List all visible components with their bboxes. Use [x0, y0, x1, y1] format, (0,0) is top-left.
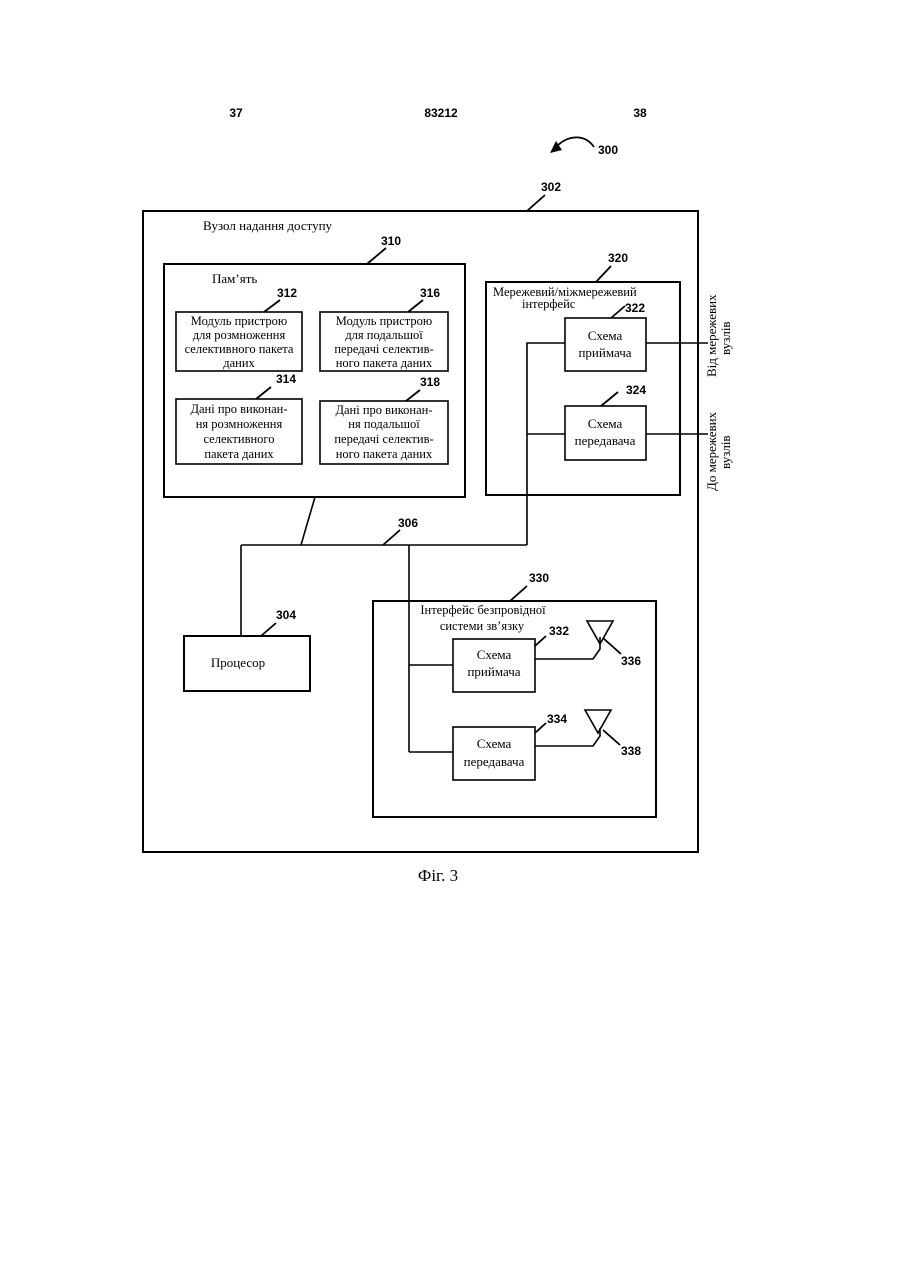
replication-module-leader: [264, 300, 280, 312]
replication-data-line-3: селективного: [203, 432, 274, 446]
from-nodes-label-line-1: Від мережевих: [704, 294, 719, 377]
access-node-leader: [527, 195, 545, 211]
wireless-interface-ref: 330: [529, 571, 549, 585]
replication-module-line-1: Модуль пристрою: [191, 314, 287, 328]
forwarding-module-line-1: Модуль пристрою: [336, 314, 432, 328]
nic-receiver-leader: [611, 306, 625, 318]
antenna-338-feed: [535, 728, 600, 746]
wireless-interface-leader: [510, 586, 527, 601]
memory-leader: [367, 248, 386, 264]
replication-module-line-2: для розмноження: [193, 328, 286, 342]
forwarding-module-line-2: для подальшої: [345, 328, 423, 342]
page-number-right: 38: [633, 106, 647, 120]
figure-ref-arrow: [555, 137, 594, 148]
page-number-left: 37: [229, 106, 243, 120]
memory-ref: 310: [381, 234, 401, 248]
bus-ref: 306: [398, 516, 418, 530]
from-nodes-label-line-2: вузлів: [718, 321, 733, 355]
nic-receiver-ref: 322: [625, 301, 645, 315]
antenna-338-icon: [585, 710, 611, 733]
access-node-ref: 302: [541, 180, 561, 194]
wireless-receiver-leader: [535, 636, 546, 646]
nic-receiver-line-2: приймача: [578, 345, 631, 360]
nic-transmitter-ref: 324: [626, 383, 646, 397]
memory-label: Пам’ять: [212, 271, 257, 286]
antenna-336-feed: [535, 637, 600, 659]
replication-module-ref: 312: [277, 286, 297, 300]
forwarding-data-line-4: ного пакета даних: [336, 447, 433, 461]
wireless-transmitter-ref: 334: [547, 712, 567, 726]
bus-leader: [383, 530, 400, 545]
processor-leader: [261, 623, 276, 636]
antenna-338-leader: [603, 730, 620, 745]
to-nodes-label-line-1: До мережевих: [704, 411, 719, 491]
memory-bus-link: [301, 497, 315, 545]
processor-label: Процесор: [211, 655, 265, 670]
nic-transmitter-line-2: передавача: [575, 433, 636, 448]
wireless-transmitter-leader: [535, 723, 546, 733]
forwarding-module-ref: 316: [420, 286, 440, 300]
access-node-box: [143, 211, 698, 852]
network-interface-leader: [596, 266, 611, 282]
network-interface-label-line-2: інтерфейс: [522, 297, 576, 311]
replication-module-line-4: даних: [223, 356, 255, 370]
replication-data-line-1: Дані про виконан-: [190, 402, 287, 416]
patent-number: 83212: [424, 106, 458, 120]
network-interface-ref: 320: [608, 251, 628, 265]
wireless-receiver-ref: 332: [549, 624, 569, 638]
access-node-label: Вузол надання доступу: [203, 218, 333, 233]
replication-data-ref: 314: [276, 372, 296, 386]
forwarding-data-line-1: Дані про виконан-: [335, 403, 432, 417]
replication-module-line-3: селективного пакета: [185, 342, 294, 356]
wireless-interface-label-line-2: системи зв’язку: [440, 619, 525, 633]
replication-data-leader: [256, 387, 271, 399]
wireless-interface-label-line-1: Інтерфейс безпровідної: [420, 603, 546, 617]
nic-transmitter-line-1: Схема: [588, 416, 623, 431]
wireless-transmitter-line-2: передавача: [464, 754, 525, 769]
nic-receiver-wire: [527, 343, 565, 545]
nic-transmitter-leader: [601, 392, 618, 406]
network-interface-box: [486, 282, 680, 495]
figure-ref-label: 300: [598, 143, 618, 157]
wireless-transmitter-line-1: Схема: [477, 736, 512, 751]
figure-caption: Фіг. 3: [418, 866, 458, 885]
wireless-receiver-line-2: приймача: [467, 664, 520, 679]
antenna-338-ref: 338: [621, 744, 641, 758]
forwarding-data-line-2: ня подальшої: [348, 417, 420, 431]
replication-data-line-4: пакета даних: [204, 447, 274, 461]
forwarding-data-line-3: передачі селектив-: [334, 432, 433, 446]
forwarding-module-leader: [408, 300, 423, 312]
forwarding-data-ref: 318: [420, 375, 440, 389]
wireless-interface-box: [373, 601, 656, 817]
to-nodes-label-line-2: вузлів: [718, 435, 733, 469]
forwarding-module-line-3: передачі селектив-: [334, 342, 433, 356]
nic-receiver-line-1: Схема: [588, 328, 623, 343]
antenna-336-leader: [603, 638, 621, 654]
wireless-receiver-line-1: Схема: [477, 647, 512, 662]
replication-data-line-2: ня розмноження: [196, 417, 283, 431]
forwarding-module-line-4: ного пакета даних: [336, 356, 433, 370]
forwarding-data-leader: [406, 390, 420, 401]
antenna-336-ref: 336: [621, 654, 641, 668]
processor-ref: 304: [276, 608, 296, 622]
